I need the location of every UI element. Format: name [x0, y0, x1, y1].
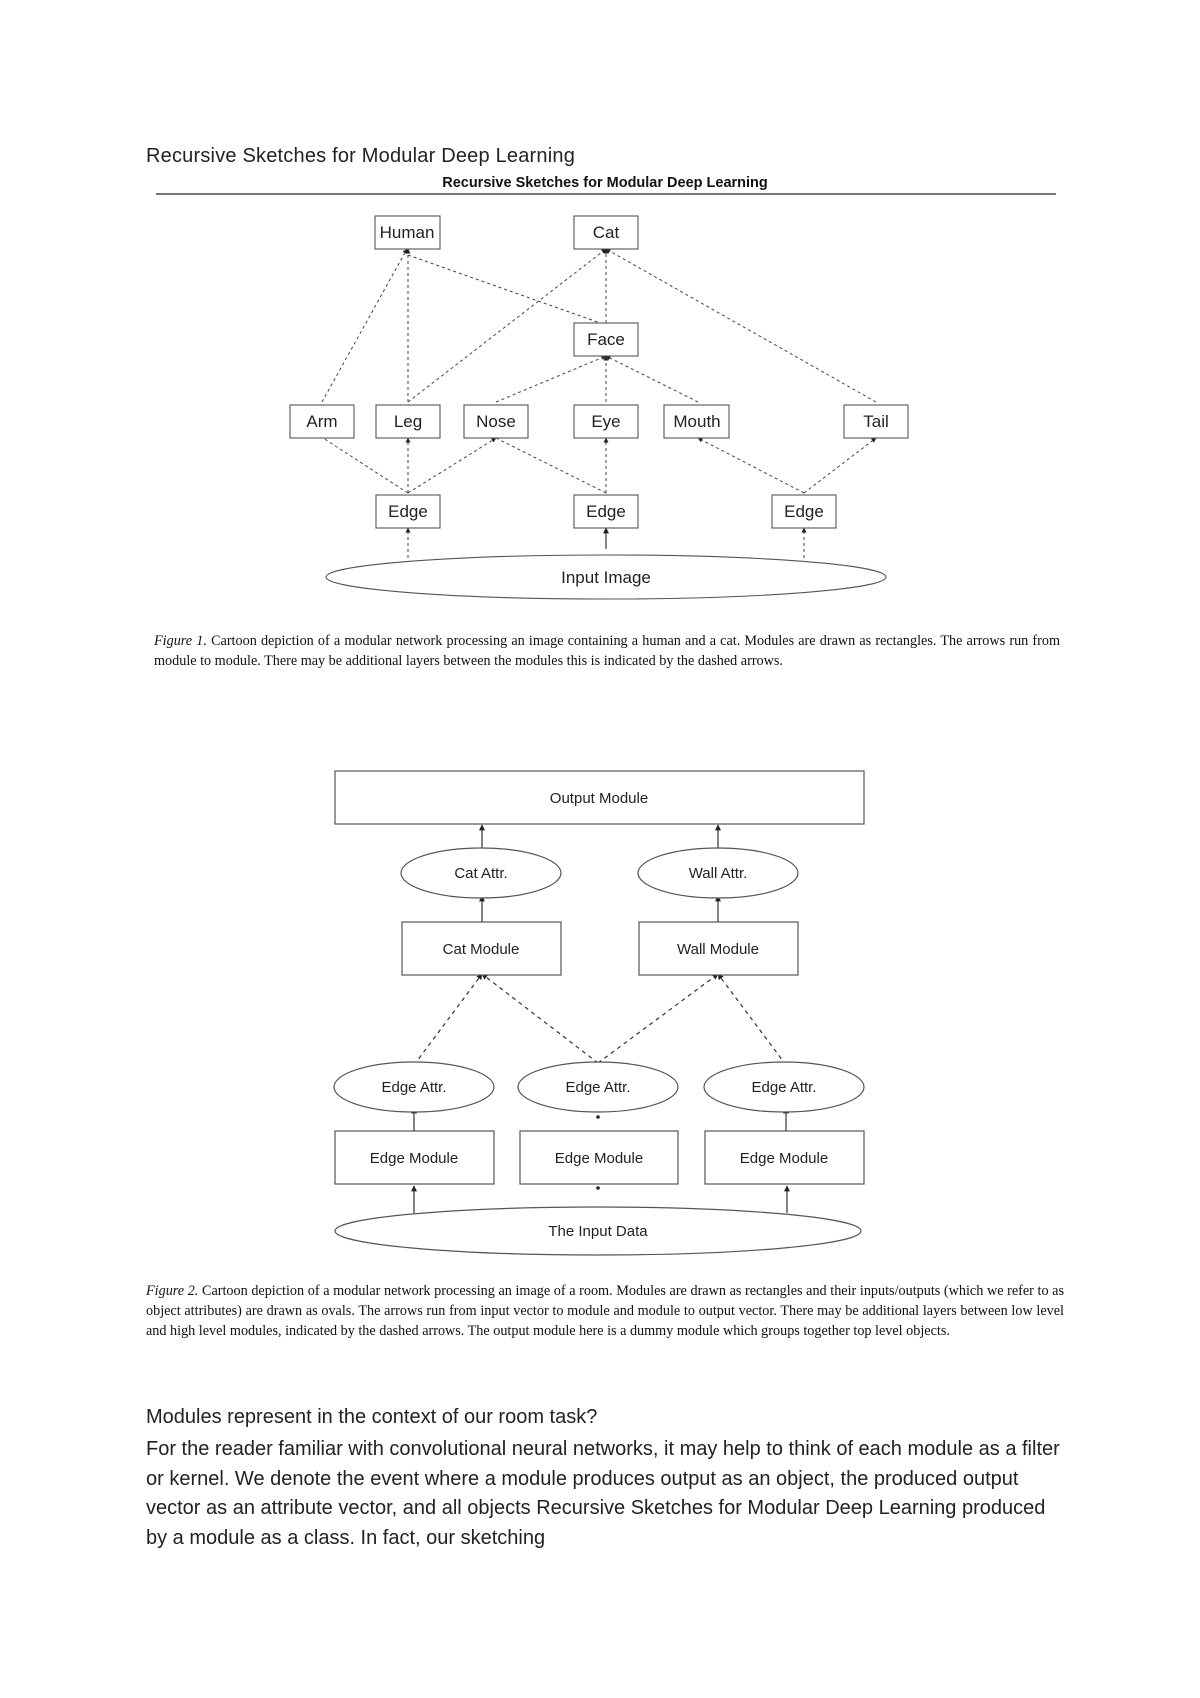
- node-input-data: [334, 1206, 862, 1256]
- label-cat-attr: Cat Attr.: [454, 865, 507, 882]
- figure-1-caption-text: Cartoon depiction of a modular network p…: [154, 633, 1060, 669]
- node-wall-module: [638, 921, 799, 976]
- label-leg: Leg: [394, 412, 422, 431]
- node-nose: [463, 404, 529, 439]
- label-face: Face: [587, 330, 625, 349]
- label-arm: Arm: [306, 412, 337, 431]
- node-cat-module: [401, 921, 562, 976]
- node-face: [573, 322, 639, 357]
- node-edge-attr-1: [333, 1061, 495, 1113]
- figure-2-small-dots: [596, 1115, 600, 1190]
- label-human: Human: [380, 223, 435, 242]
- label-eye: Eye: [591, 412, 620, 431]
- label-edge-attr-2: Edge Attr.: [565, 1079, 630, 1096]
- label-edge-module-2: Edge Module: [555, 1150, 643, 1167]
- node-output-module: [334, 770, 865, 825]
- node-edge-module-1: [334, 1130, 495, 1185]
- label-mouth: Mouth: [673, 412, 720, 431]
- label-edge-1: Edge: [388, 502, 428, 521]
- figure-1-caption: Figure 1. Cartoon depiction of a modular…: [154, 631, 1060, 671]
- node-cat: [573, 215, 639, 250]
- label-edge-2: Edge: [586, 502, 626, 521]
- figure-1-caption-label: Figure 1.: [154, 633, 207, 649]
- node-wall-attr: [637, 847, 799, 899]
- node-edge-3: [771, 494, 837, 529]
- label-wall-module: Wall Module: [677, 941, 759, 958]
- label-input-data: The Input Data: [548, 1223, 648, 1240]
- label-input-image: Input Image: [561, 568, 651, 587]
- node-edge-module-3: [704, 1130, 865, 1185]
- label-wall-attr: Wall Attr.: [689, 865, 748, 882]
- figure-2-dashed-arrows: [413, 973, 787, 1066]
- node-leg: [375, 404, 441, 439]
- node-tail: [843, 404, 909, 439]
- label-edge-attr-3: Edge Attr.: [751, 1079, 816, 1096]
- body-heading: Modules represent in the context of our …: [146, 1406, 598, 1428]
- figure-1: Recursive Sketches for Modular Deep Lear…: [156, 175, 1056, 600]
- label-edge-attr-1: Edge Attr.: [381, 1079, 446, 1096]
- node-edge-1: [375, 494, 441, 529]
- node-cat-attr: [400, 847, 562, 899]
- node-mouth: [663, 404, 730, 439]
- figure-2-caption-text: Cartoon depiction of a modular network p…: [146, 1283, 1064, 1339]
- node-arm: [289, 404, 355, 439]
- figure-2-caption: Figure 2. Cartoon depiction of a modular…: [146, 1281, 1064, 1341]
- label-edge-3: Edge: [784, 502, 824, 521]
- figure-2-caption-label: Figure 2.: [146, 1283, 199, 1299]
- node-edge-attr-3: [703, 1061, 865, 1113]
- figure-1-edges: [321, 248, 877, 558]
- label-tail: Tail: [863, 412, 889, 431]
- node-input-image: [325, 554, 887, 600]
- node-edge-2: [573, 494, 639, 529]
- body-paragraph: For the reader familiar with convolution…: [146, 1438, 1060, 1549]
- node-edge-module-2: [519, 1130, 679, 1185]
- figure-2: Output Module Cat Attr. Wall Attr. Cat M…: [333, 770, 865, 1256]
- node-edge-attr-2: [517, 1061, 679, 1113]
- node-human: [374, 215, 441, 250]
- label-cat-module: Cat Module: [443, 941, 520, 958]
- node-eye: [573, 404, 639, 439]
- paper-header: Recursive Sketches for Modular Deep Lear…: [442, 175, 768, 191]
- label-cat: Cat: [593, 223, 620, 242]
- label-edge-module-1: Edge Module: [370, 1150, 458, 1167]
- label-output-module: Output Module: [550, 790, 648, 807]
- document-title: Recursive Sketches for Modular Deep Lear…: [146, 145, 576, 167]
- label-nose: Nose: [476, 412, 516, 431]
- label-edge-module-3: Edge Module: [740, 1150, 828, 1167]
